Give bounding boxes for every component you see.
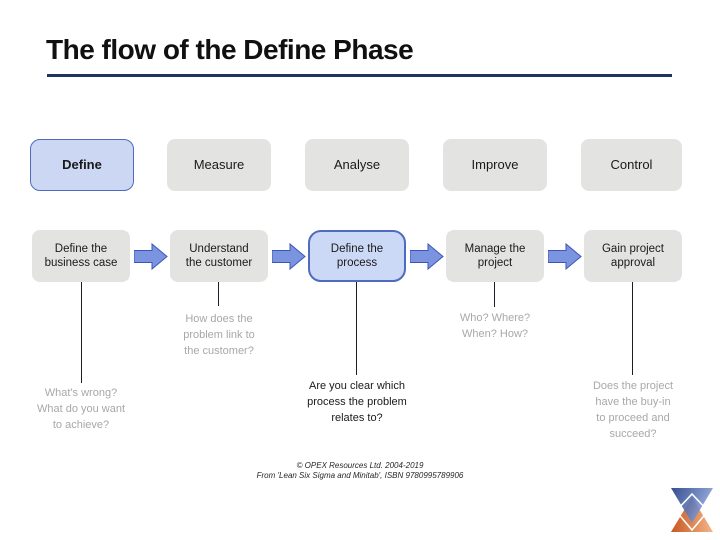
question-define-process: Are you clear which process the problem … bbox=[307, 380, 407, 424]
flow-arrow-icon bbox=[548, 243, 582, 270]
question-gain-approval: Does the project have the buy-in to proc… bbox=[592, 380, 674, 440]
step-box-manage-project: Manage the project bbox=[446, 230, 544, 282]
opex-logo-icon bbox=[671, 488, 713, 532]
question-define-business-case: What's wrong? What do you want to achiev… bbox=[36, 387, 126, 431]
phase-box-improve: Improve bbox=[443, 139, 547, 191]
step-box-understand-customer: Understand the customer bbox=[170, 230, 268, 282]
connector-line bbox=[218, 282, 219, 306]
step-box-define-process: Define the process bbox=[308, 230, 406, 282]
flow-arrow-icon bbox=[134, 243, 168, 270]
flow-arrow-icon bbox=[272, 243, 306, 270]
phase-box-analyse: Analyse bbox=[305, 139, 409, 191]
connector-line bbox=[632, 282, 633, 375]
question-manage-project: Who? Where? When? How? bbox=[459, 312, 531, 340]
footer-citation: © OPEX Resources Ltd. 2004-2019 From 'Le… bbox=[0, 461, 720, 481]
step-box-gain-approval: Gain project approval bbox=[584, 230, 682, 282]
phase-box-control: Control bbox=[581, 139, 682, 191]
footer-source: From 'Lean Six Sigma and Minitab', ISBN … bbox=[256, 471, 464, 480]
title-underline bbox=[47, 74, 672, 77]
connector-line bbox=[494, 282, 495, 307]
footer-copyright: © OPEX Resources Ltd. 2004-2019 bbox=[296, 461, 424, 470]
question-understand-customer: How does the problem link to the custome… bbox=[183, 313, 255, 357]
connector-line bbox=[81, 282, 82, 383]
phase-box-define: Define bbox=[30, 139, 134, 191]
page-title: The flow of the Define Phase bbox=[46, 34, 414, 65]
flow-arrow-icon bbox=[410, 243, 444, 270]
phase-box-measure: Measure bbox=[167, 139, 271, 191]
step-box-define-business-case: Define the business case bbox=[32, 230, 130, 282]
connector-line bbox=[356, 282, 357, 375]
